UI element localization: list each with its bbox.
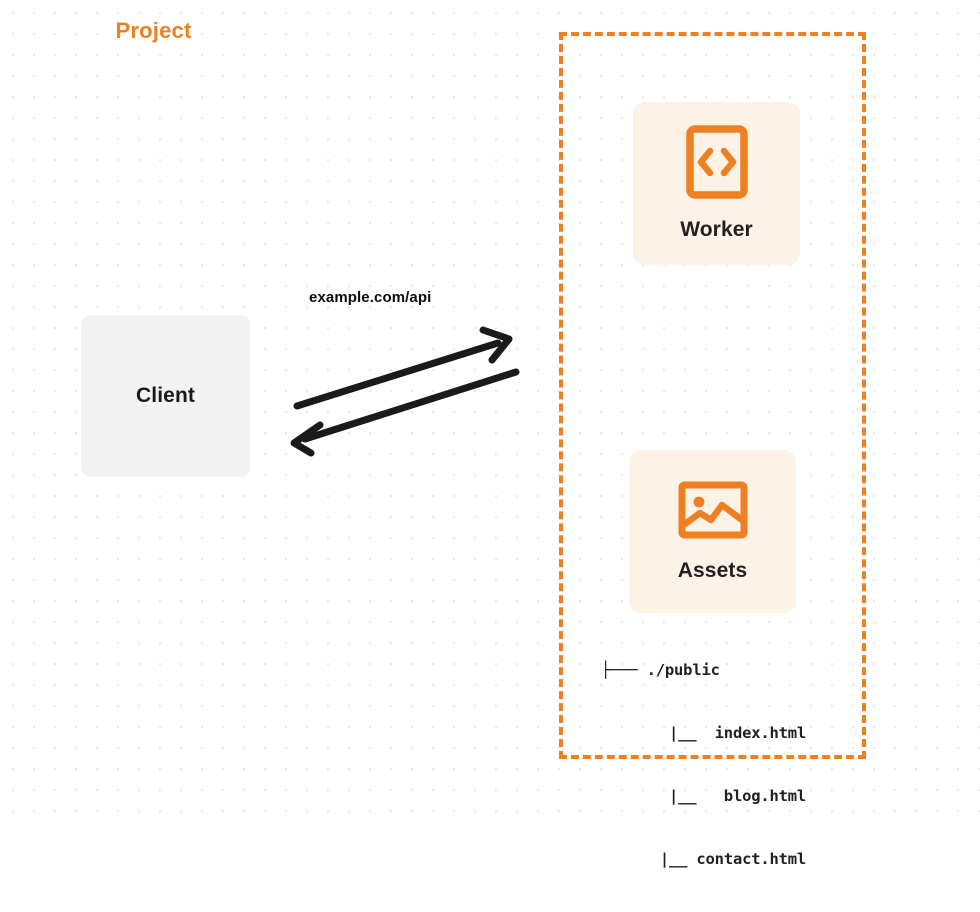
code-brackets-icon (685, 125, 748, 204)
response-arrow (290, 368, 520, 457)
request-arrow (293, 326, 513, 410)
file-tree-item: |__ index.html (669, 724, 806, 742)
node-worker-label: Worker (680, 218, 753, 241)
file-tree: ├─── ./public |__ index.html |__ blog.ht… (601, 618, 806, 912)
node-client[interactable]: Client (81, 315, 250, 477)
node-worker[interactable]: Worker (633, 102, 800, 265)
node-assets-label: Assets (677, 559, 748, 582)
image-icon (678, 480, 748, 545)
node-assets[interactable]: Assets (629, 450, 796, 613)
edge-label-request: example.com/api (309, 289, 432, 306)
file-tree-item: |__ blog.html (669, 787, 806, 805)
node-client-label: Client (136, 384, 195, 407)
file-tree-item: |__ contact.html (659, 850, 806, 868)
file-tree-root: ├─── ./public (601, 661, 720, 679)
project-group (559, 32, 866, 759)
diagram-canvas: example.com/api Client Project Worker As… (0, 0, 980, 868)
project-group-label-text: Project (108, 17, 199, 45)
project-group-label: Project (0, 17, 307, 45)
